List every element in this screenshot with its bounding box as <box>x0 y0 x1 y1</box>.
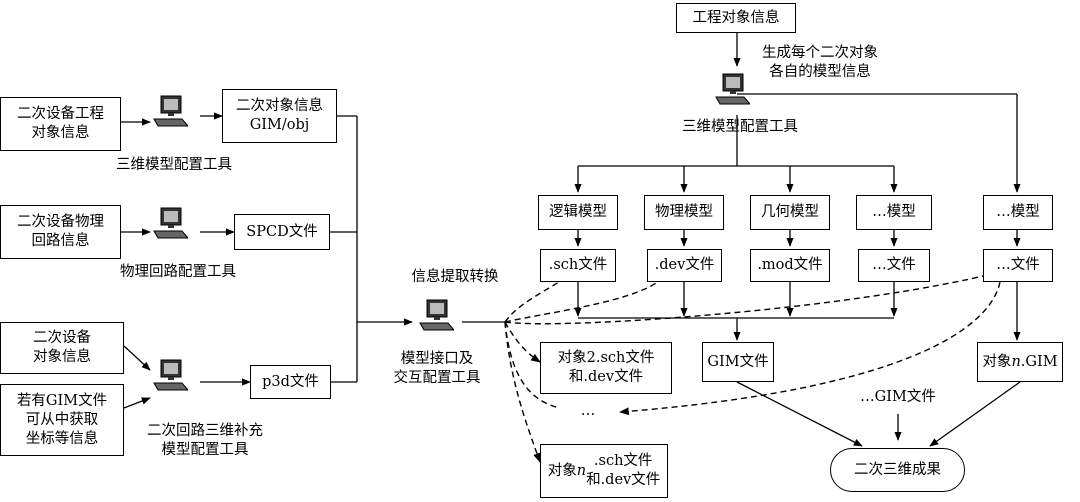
spcd-file-box: SPCD文件 <box>234 214 330 250</box>
mod-file-box: .mod文件 <box>750 249 830 282</box>
computer-icon <box>715 73 750 105</box>
gim-coordinate-note-box: 若有GIM文件 可从中获取 坐标等信息 <box>0 384 124 456</box>
generate-model-info-label: 生成每个二次对象 各自的模型信息 <box>762 45 878 80</box>
3d-model-config-tool-label: 三维模型配置工具 <box>116 157 232 173</box>
3d-result-oval: 二次三维成果 <box>830 448 965 492</box>
info-extract-convert-label: 信息提取转换 <box>411 269 499 285</box>
gim-file-box: GIM文件 <box>702 342 774 382</box>
engineering-object-info-box: 二次设备工程 对象信息 <box>0 97 121 151</box>
physical-circuit-info-box: 二次设备物理 回路信息 <box>0 205 121 259</box>
physical-model-box: 物理模型 <box>644 195 724 230</box>
device-object-info-box: 二次设备 对象信息 <box>0 322 124 374</box>
project-object-info-box: 工程对象信息 <box>676 3 796 33</box>
other-gim-file-label: …GIM文件 <box>860 389 936 405</box>
object-2-files-box: 对象2.sch文件 和.dev文件 <box>540 342 672 394</box>
computer-icon <box>153 95 188 127</box>
other-model-box: …模型 <box>856 195 932 230</box>
computer-icon <box>153 207 188 239</box>
geometry-model-box: 几何模型 <box>750 195 830 230</box>
model-interface-tool-label: 模型接口及 交互配置工具 <box>393 351 481 386</box>
sch-file-box: .sch文件 <box>540 249 616 282</box>
computer-icon <box>153 359 188 391</box>
dev-file-box: .dev文件 <box>647 249 722 282</box>
physical-circuit-config-tool-label: 物理回路配置工具 <box>120 264 236 280</box>
3d-model-config-tool-top-label: 三维模型配置工具 <box>682 119 798 135</box>
circuit-3d-supplement-tool-label: 二次回路三维补充 模型配置工具 <box>147 423 263 458</box>
other-model-box-2: …模型 <box>983 195 1053 230</box>
logic-model-box: 逻辑模型 <box>538 195 618 230</box>
ellipsis-label: … <box>580 403 596 419</box>
object-info-gim-box: 二次对象信息 GIM/obj <box>222 89 337 143</box>
p3d-file-box: p3d文件 <box>250 365 331 399</box>
other-file-box-2: …文件 <box>983 249 1053 282</box>
computer-icon <box>419 299 454 331</box>
other-file-box: …文件 <box>858 249 930 282</box>
